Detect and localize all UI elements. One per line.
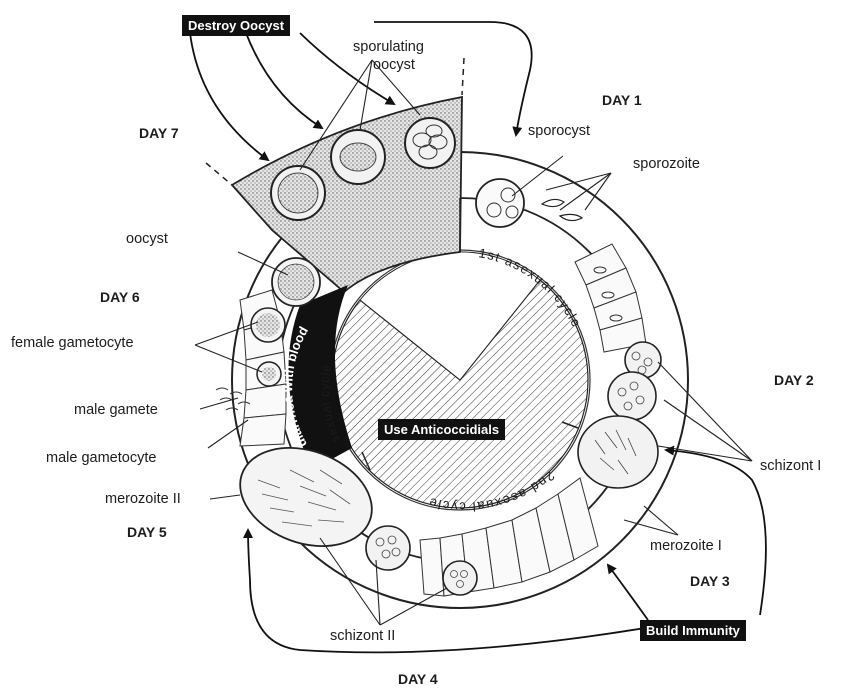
day-3-label: DAY 3 — [690, 574, 730, 588]
female-gametocyte-label: female gametocyte — [11, 336, 134, 351]
merozoite-i-label: merozoite I — [650, 539, 722, 554]
sporozoite-label: sporozoite — [633, 157, 700, 172]
build-immunity-box: Build Immunity — [640, 620, 746, 641]
day-4-label: DAY 4 — [398, 672, 438, 686]
schizont-ii-label: schizont II — [330, 629, 395, 644]
use-anticoccidials-box: Use Anticoccidials — [378, 419, 505, 440]
day-7-label: DAY 7 — [139, 126, 179, 140]
day-6-label: DAY 6 — [100, 290, 140, 304]
schizont-i-cells — [578, 342, 661, 488]
sporozoite-shape — [542, 199, 582, 220]
day-1-label: DAY 1 — [602, 93, 642, 107]
schizont-i-label: schizont I — [760, 459, 821, 474]
sporocyst-label: sporocyst — [528, 124, 590, 139]
oocyst-label: oocyst — [126, 232, 168, 247]
wedge-dash-top — [462, 58, 464, 95]
sporocyst-cell — [476, 179, 524, 227]
merozoite-ii-label: merozoite II — [105, 492, 181, 507]
oocyst-label-top: oocyst — [373, 58, 415, 73]
day-5-label: DAY 5 — [127, 525, 167, 539]
sporulating-label: sporulating — [353, 40, 424, 55]
destroy-oocyst-box: Destroy Oocyst — [182, 15, 290, 36]
male-gamete-label: male gamete — [74, 403, 158, 418]
male-gametocyte-label: male gametocyte — [46, 451, 156, 466]
day-2-label: DAY 2 — [774, 373, 814, 387]
epithelium-day2 — [575, 244, 646, 352]
wedge-dash-left — [206, 163, 232, 185]
